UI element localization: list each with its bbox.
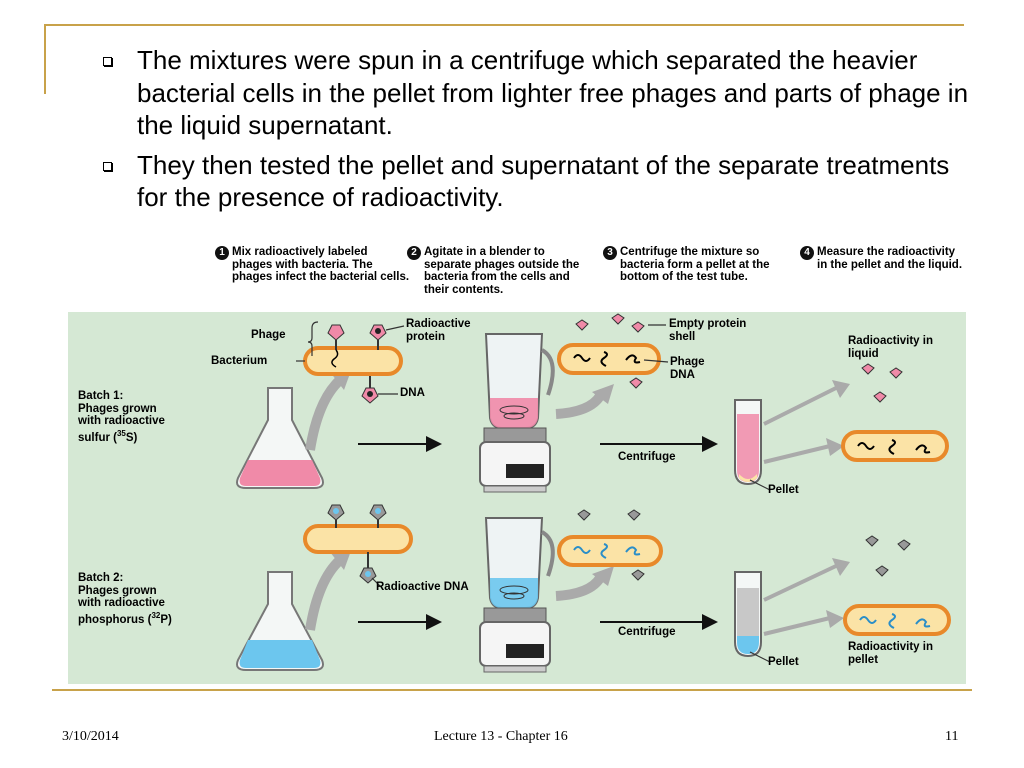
label-centrifuge-2: Centrifuge	[618, 626, 676, 638]
label-phage: Phage	[251, 329, 286, 341]
label-empty-protein-shell: Empty protein shell	[669, 318, 747, 343]
label-radioactivity-liquid: Radioactivity in liquid	[848, 335, 933, 360]
phage-pink-1	[327, 324, 345, 368]
bullet-item: They then tested the pellet and supernat…	[103, 149, 983, 214]
label-pellet-1: Pellet	[768, 484, 799, 496]
batch-1-description: Batch 1: Phages grown with radioactive s…	[78, 390, 165, 444]
blender-batch1	[479, 333, 555, 493]
bacterium-result-2	[843, 604, 951, 636]
curved-arrow-up-1	[305, 376, 344, 451]
bacterium-blended-1	[557, 343, 661, 375]
label-dna: DNA	[400, 387, 425, 399]
phage-pink-3	[361, 376, 379, 404]
footer-page-number: 11	[945, 729, 959, 744]
label-bacterium: Bacterium	[211, 355, 268, 367]
bullet-item: The mixtures were spun in a centrifuge w…	[103, 44, 983, 142]
flask-batch2	[236, 571, 324, 671]
batch-2-description: Batch 2: Phages grown with radioactive p…	[78, 572, 172, 626]
test-tube-1	[734, 399, 762, 486]
bottom-gold-rule	[52, 689, 972, 691]
label-centrifuge-1: Centrifuge	[618, 451, 676, 463]
bacterium-blended-2	[557, 535, 663, 567]
flask-batch1	[236, 387, 324, 489]
phage-pink-2	[369, 324, 387, 350]
phage-blue	[327, 504, 387, 584]
curved-arrow-up-2	[305, 556, 344, 631]
footer-title: Lecture 13 - Chapter 16	[434, 729, 568, 744]
top-gold-rule	[44, 24, 964, 26]
blender-batch2	[479, 517, 555, 673]
label-phage-dna: Phage DNA	[670, 356, 705, 381]
label-pellet-2: Pellet	[768, 656, 799, 668]
label-radioactive-dna: Radioactive DNA	[376, 581, 469, 593]
square-bullet-icon	[103, 161, 112, 171]
bacterium-batch1	[303, 346, 403, 376]
bacterium-result-1	[841, 430, 949, 462]
footer-date: 3/10/2014	[62, 729, 119, 744]
bullet-list: The mixtures were spun in a centrifuge w…	[103, 44, 983, 221]
empty-shells-pink	[575, 313, 645, 389]
square-bullet-icon	[103, 57, 112, 66]
label-radioactive-protein: Radioactive protein	[406, 318, 471, 343]
bacterium-batch2	[303, 524, 413, 554]
label-radioactivity-pellet: Radioactivity in pellet	[848, 641, 933, 666]
left-gold-rule	[44, 24, 46, 94]
test-tube-2	[734, 571, 762, 658]
